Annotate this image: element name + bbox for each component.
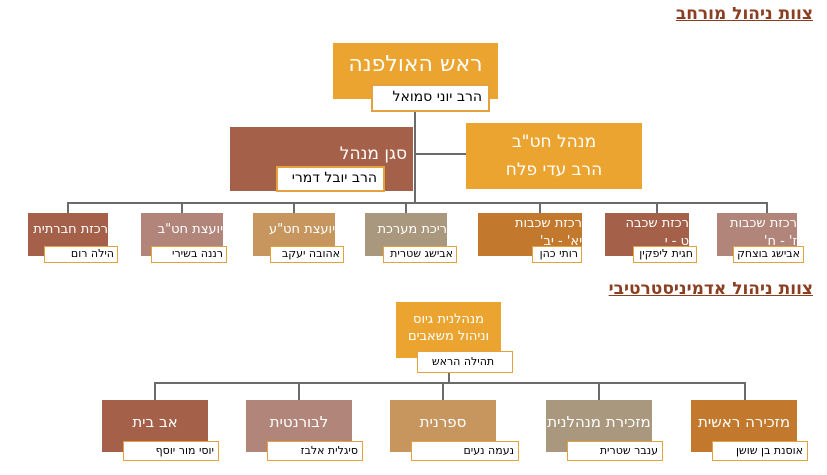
admin-role: ספרנית xyxy=(419,413,467,431)
connector-line xyxy=(539,202,541,214)
staff-role: רכזת שכבות xyxy=(729,216,797,231)
admin-name-label: ענבר שטרית xyxy=(567,441,663,461)
connector-line xyxy=(67,202,69,214)
admin-name-label: סיגלית אלבז xyxy=(267,441,363,461)
admin-name-label: יוסי מור יוסף xyxy=(123,441,219,461)
staff-name-label: הילה רום xyxy=(44,246,118,263)
admin-name-label: נעמה נעים xyxy=(411,441,519,461)
deputy-name-label: הרב יובל דמרי xyxy=(276,166,385,192)
staff-role-grades: יא' - יב' xyxy=(539,234,582,249)
connector-line xyxy=(414,99,416,203)
connector-line xyxy=(744,382,746,400)
connector-line xyxy=(766,202,768,214)
admin-team-title: צוות ניהול אדמיניסטרטיבי xyxy=(608,279,813,299)
high-school-principal-box: מנהל חט"ב הרב עדי פלח xyxy=(466,123,642,189)
connector-line xyxy=(181,202,183,214)
staff-role: יועצת חט"ב xyxy=(157,222,223,237)
staff-name-label: חגית ליפקין xyxy=(633,246,697,263)
head-role: ראש האולפנה xyxy=(348,52,483,77)
connector-line xyxy=(414,153,466,155)
staff-role: רכזת שכבות xyxy=(514,216,582,231)
admin-head-role: מנהלנית גיוס xyxy=(413,312,484,327)
staff-name-label: רותי כהן xyxy=(532,246,582,263)
head-name-label: הרב יוני סמואל xyxy=(371,84,490,112)
staff-role-grades: ט - י xyxy=(664,234,689,249)
connector-line xyxy=(154,382,156,400)
staff-role: ריכת מערכת xyxy=(377,222,447,237)
management-team-title: צוות ניהול מורחב xyxy=(675,4,813,24)
connector-line xyxy=(67,202,768,204)
admin-head-role-line2: וניהול משאבים xyxy=(408,329,489,344)
connector-line xyxy=(405,202,407,214)
deputy-role: סגן מנהל xyxy=(339,144,407,164)
admin-role: מזכירת מנהלנית xyxy=(547,413,651,431)
admin-name-label: אוסנת בן שושן xyxy=(712,441,808,461)
staff-name-label: אבישג בוצחק xyxy=(733,246,804,263)
connector-line xyxy=(598,382,600,400)
staff-name-label: אבישג שטרית xyxy=(383,246,457,263)
admin-head-name-label: תהילה הראש xyxy=(417,351,513,373)
high-school-principal-role: מנהל חט"ב xyxy=(511,132,597,152)
connector-line xyxy=(298,382,300,400)
connector-line xyxy=(442,382,444,400)
staff-role: רכזת חברתית xyxy=(33,222,108,237)
staff-role: רכזת שכבה xyxy=(625,216,689,231)
connector-line xyxy=(293,202,295,214)
connector-line xyxy=(154,382,746,384)
staff-name-label: רננה בשירי xyxy=(151,246,227,263)
staff-role-grades: ז' - ח' xyxy=(763,234,797,249)
staff-box-grades-7-8-coordinator: רכזת שכבות ז' - ח' xyxy=(717,213,797,256)
staff-name-label: אהובה יעקב xyxy=(270,246,344,263)
connector-line xyxy=(656,202,658,214)
admin-role: מזכירה ראשית xyxy=(697,413,791,431)
high-school-principal-name: הרב עדי פלח xyxy=(505,160,603,180)
admin-role: לבורנטית xyxy=(269,413,329,431)
staff-role: יועצת חט"ע xyxy=(268,222,335,237)
admin-role: אב בית xyxy=(132,413,178,431)
admin-head-box: מנהלנית גיוס וניהול משאבים xyxy=(396,302,501,358)
